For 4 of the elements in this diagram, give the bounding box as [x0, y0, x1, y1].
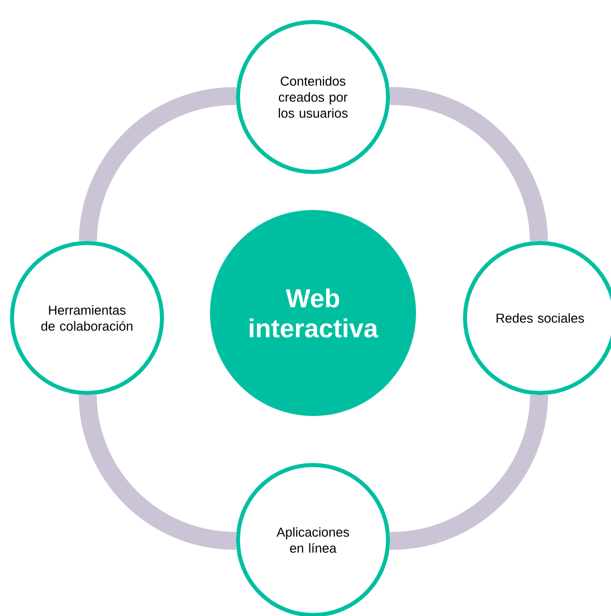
ring-arc: [78, 87, 237, 242]
ring-arc: [78, 394, 237, 550]
ring-arc: [390, 394, 548, 550]
ring-arc: [390, 86, 548, 242]
